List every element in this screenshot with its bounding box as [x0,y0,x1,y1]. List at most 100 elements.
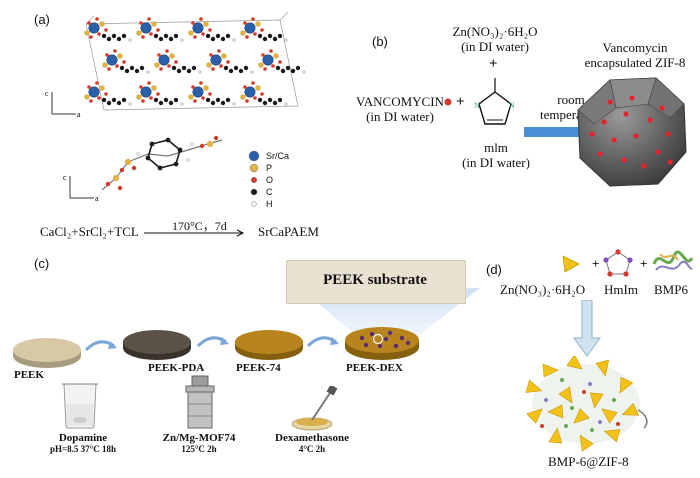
vancomycin-molecule [621,157,627,163]
phosphorus-atom [124,158,132,166]
carbon-atom [275,65,281,71]
product-line-1: Vancomycin [602,40,668,55]
phosphorus-atom [169,53,175,59]
vancomycin-molecule [607,99,613,105]
oxygen-atom [199,17,203,21]
zif8-crystal-icon [601,408,618,424]
disc-peek [13,338,81,368]
dexamethasone-particle [405,340,411,346]
carbon-atom [257,97,263,103]
mlm-label: mlm (in DI water) [446,140,546,170]
oxygen-atom [89,99,93,103]
oxygen-atom [165,49,169,53]
oxygen-atom [147,17,151,21]
bmp6-label: BMP6 [654,282,688,297]
axis-a-label: a [77,110,81,119]
phosphorus-atom [84,30,90,36]
sr-ca-atom [192,22,204,34]
vancomycin-molecule [623,111,629,117]
phosphorus-atom [102,62,108,68]
axis-triad-bottom: c a [63,173,99,203]
carbon-atom [238,68,244,74]
disc-label: PEEK-74 [236,362,281,374]
oxygen-atom [251,17,255,21]
carbon-atom [158,100,164,106]
oxygen-atom [193,99,197,103]
oxygen-atom [147,81,151,85]
carbon-atom [163,97,169,103]
phosphorus-atom [188,94,194,100]
oxygen-atom [141,35,145,39]
carbon-atom [101,97,107,103]
zif8-crystal-icon [548,427,563,444]
zif8-crystal-icon [526,408,543,424]
step-arrow-1 [84,340,117,352]
hydrogen-atom [232,102,236,106]
carbon-atom [173,97,179,103]
panel-c-label: (c) [34,256,50,271]
hydrogen-atom [128,38,132,42]
down-arrow [573,300,601,357]
bmp6-molecule [590,428,594,432]
dexamethasone-particle [387,330,393,336]
crystal-structure-framework [84,11,306,111]
phosphorus-atom [117,53,123,59]
legend-symbol-icon [250,188,258,196]
hydrogen-atom [128,102,132,106]
reagent-name: Dexamethasone [275,432,349,444]
carbon-atom [153,33,159,39]
hydrogen-atom [136,152,140,156]
carbon-atom [233,65,239,71]
highlight-ring [372,333,384,345]
vancomycin-molecule [659,105,665,111]
oxygen-atom [199,81,203,85]
vancomycin-molecule [611,137,617,143]
phosphorus-atom [136,30,142,36]
dexamethasone-particle [359,335,365,341]
carbon-atom [177,147,183,153]
dexamethasone-particle [377,343,383,349]
hydrogen-atom [180,102,184,106]
carbon-atom [210,100,216,106]
carbon-atom [171,65,177,71]
vancomycin-zif8-crystal [577,77,687,187]
phosphorus-atom [273,53,279,59]
oxygen-atom [156,28,160,32]
hydrogen-atom [302,70,306,74]
zinc-nitrate-label: Zn(NO₃)₂·6H₂O (in DI water) [440,24,550,54]
oxygen-atom [278,60,282,64]
oxygen-atom [271,64,275,68]
oxygen-atom [97,32,101,36]
carbon-atom [262,36,268,42]
carbon-atom [181,65,187,71]
carbon-atom [225,33,231,39]
oxygen-atom [97,96,101,100]
linker-bond [101,139,223,191]
oxygen-atom [117,185,123,191]
vancomycin-molecule [629,95,635,101]
carbon-atom [119,65,125,71]
dexamethasone-particle [369,331,375,337]
dexamethasone-particle [393,343,399,349]
vancomycin-label: VANCOMYCIN (in DI water) [350,94,450,124]
legend-row: C [248,186,308,198]
legend-symbol-icon [248,150,260,162]
oxygen-atom [263,67,267,71]
product-line-2: encapsulated ZIF-8 [584,55,686,70]
carbon-atom [139,65,145,71]
reagent-label: Dexamethasone 4°C 2h [264,432,360,454]
phosphorus-atom [151,21,157,27]
phosphorus-atom [206,140,214,148]
carbon-atom [129,65,135,71]
dexamethasone-particle [383,336,389,342]
bmp6-molecule [560,378,564,382]
bmp6-protein [652,250,694,271]
legend-symbol-icon [249,163,259,173]
sr-ca-atom [210,54,222,66]
oxygen-atom [156,92,160,96]
sr-ca-atom [88,22,100,34]
phosphorus-atom [255,85,261,91]
bmp6-zif8-particle [525,356,648,452]
carbon-atom [243,65,249,71]
sr-ca-atom [88,86,100,98]
